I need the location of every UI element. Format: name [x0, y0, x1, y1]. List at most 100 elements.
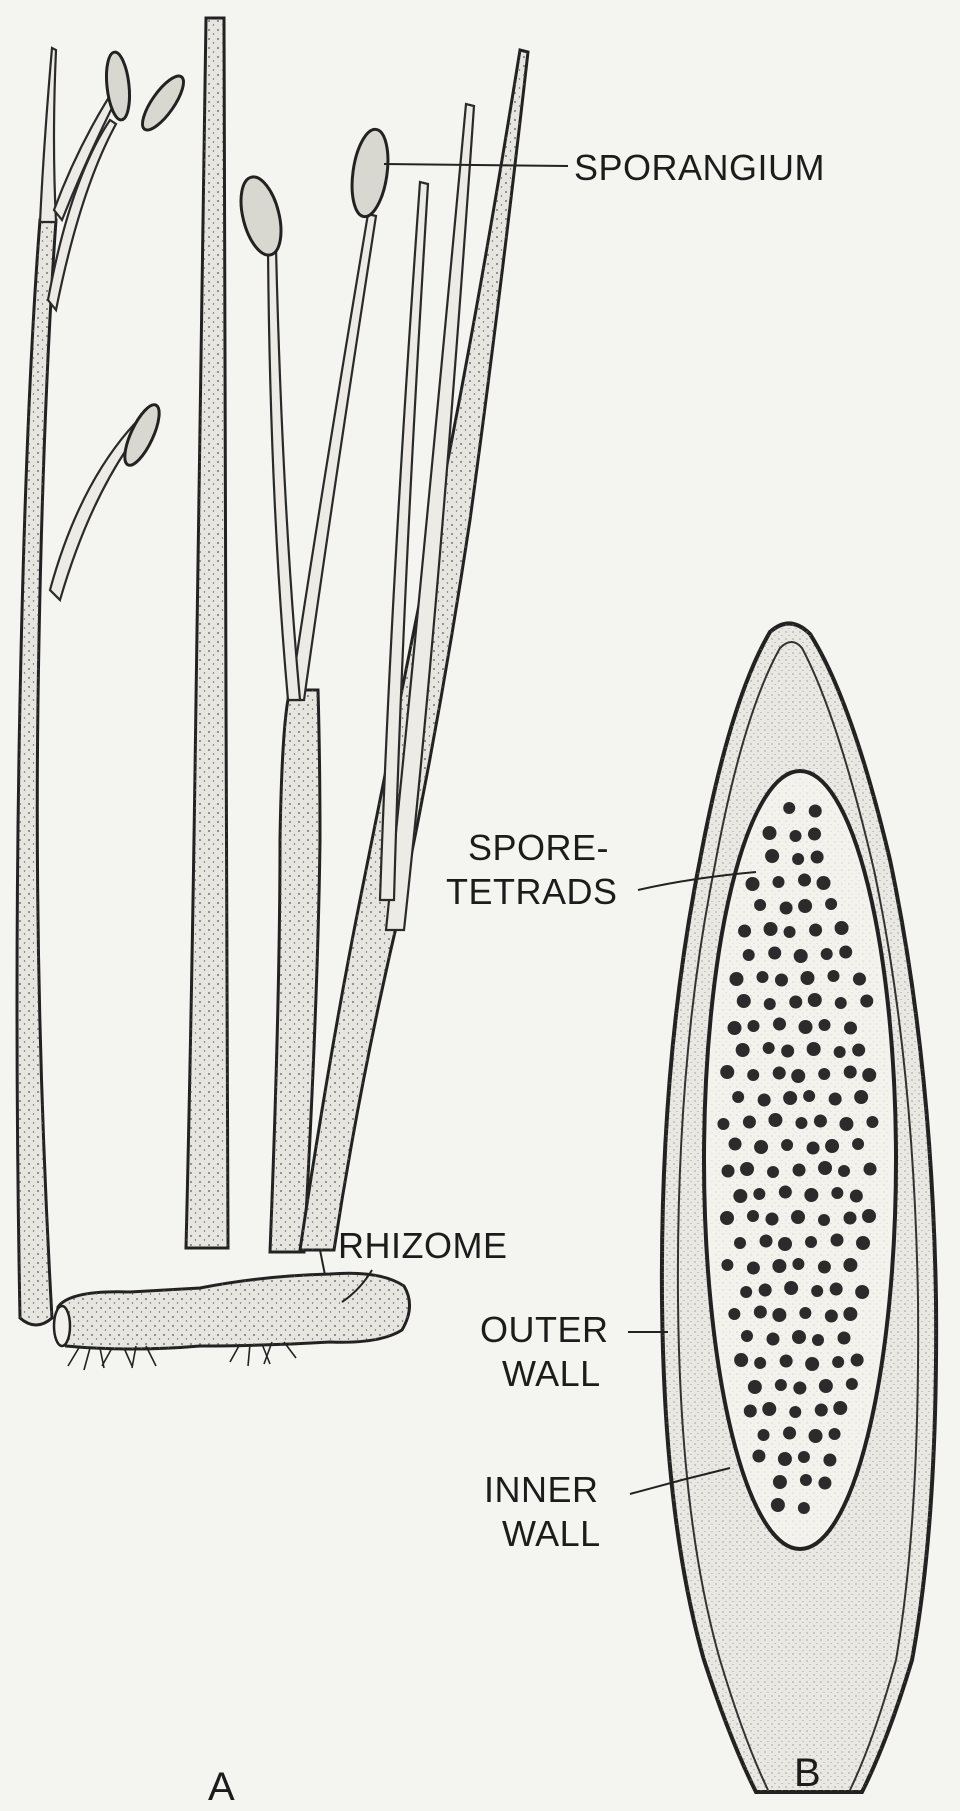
left-sporangia — [104, 51, 191, 470]
spore-tetrad — [860, 995, 873, 1008]
spore-tetrad — [799, 1307, 811, 1319]
spore-tetrad — [781, 1045, 794, 1058]
spore-tetrad — [809, 1429, 823, 1443]
spore-tetrad — [794, 949, 808, 963]
panel-label-a: A — [208, 1765, 235, 1809]
spore-tetrad — [808, 828, 821, 841]
spore-tetrad — [783, 802, 795, 814]
central-axis — [186, 18, 228, 1248]
spore-tetrad — [773, 1018, 786, 1031]
spore-tetrad — [773, 876, 785, 888]
spore-tetrad — [827, 970, 839, 982]
spore-tetrad — [763, 1042, 775, 1054]
spore-tetrad — [807, 1042, 821, 1056]
spore-tetrad — [773, 1067, 786, 1080]
spore-tetrad — [791, 1210, 805, 1224]
spore-tetrad — [866, 1116, 878, 1128]
spore-tetrad — [856, 1236, 870, 1250]
spore-tetrad — [778, 1452, 792, 1466]
spore-tetrad — [754, 899, 766, 911]
spore-tetrad — [721, 1259, 733, 1271]
spore-tetrad — [791, 1069, 805, 1083]
spore-tetrad — [837, 1332, 850, 1345]
spore-tetrad — [771, 1498, 785, 1512]
right-axes — [268, 50, 528, 1300]
spore-tetrad — [811, 851, 824, 864]
spore-tetrad — [732, 1091, 744, 1103]
spore-tetrad — [805, 1236, 817, 1248]
spore-tetrad — [855, 1285, 869, 1299]
spore-tetrad — [717, 1118, 729, 1130]
spore-tetrad — [792, 1258, 804, 1270]
label-spore-tetrads-line1: SPORE- — [468, 827, 609, 868]
spore-tetrad — [729, 972, 743, 986]
spore-tetrad — [830, 1283, 843, 1296]
spore-tetrad — [758, 1429, 770, 1441]
spore-tetrad — [765, 849, 779, 863]
spore-tetrad — [800, 1474, 812, 1486]
spore-tetrad — [792, 1330, 806, 1344]
spore-tetrad — [835, 997, 847, 1009]
spore-tetrad — [763, 826, 777, 840]
spore-tetrad — [829, 1428, 841, 1440]
spore-tetrad — [758, 1094, 771, 1107]
spore-tetrad — [809, 805, 822, 818]
spore-tetrad — [829, 1093, 842, 1106]
spore-tetrad — [799, 1020, 813, 1034]
spore-tetrad — [780, 1355, 793, 1368]
rhizome — [54, 1273, 410, 1349]
spore-tetrad — [805, 1357, 819, 1371]
spore-tetrad — [768, 947, 781, 960]
spore-tetrad — [843, 1258, 857, 1272]
spore-tetrad — [738, 925, 751, 938]
spore-tetrad — [772, 1308, 786, 1322]
spore-tetrad — [773, 1475, 787, 1489]
spore-tetrad — [819, 1379, 833, 1393]
spore-tetrad — [747, 1262, 760, 1275]
spore-tetrad — [807, 1142, 820, 1155]
spore-tetrad — [803, 1090, 815, 1102]
spore-tetrad — [783, 1091, 797, 1105]
spore-tetrad — [778, 1237, 792, 1251]
spore-tetrad — [862, 1209, 876, 1223]
spore-tetrad — [759, 1284, 772, 1297]
spore-tetrad — [734, 1237, 746, 1249]
spore-tetrad — [809, 924, 822, 937]
panel-label-b: B — [794, 1751, 821, 1795]
spore-tetrad — [843, 1307, 857, 1321]
label-inner-wall-line2: WALL — [502, 1513, 601, 1554]
spore-tetrad — [817, 876, 831, 890]
sporangium-leader — [384, 164, 568, 166]
spore-tetrad — [733, 1189, 747, 1203]
label-sporangium: SPORANGIUM — [574, 147, 825, 188]
label-spore-tetrads-line2: TETRADS — [446, 871, 618, 912]
spore-tetrad — [744, 1405, 757, 1418]
spore-tetrad — [818, 1477, 831, 1490]
spore-tetrad — [815, 1404, 828, 1417]
spore-tetrad — [784, 926, 796, 938]
left-axis — [17, 48, 145, 1325]
spore-tetrad — [833, 1401, 847, 1415]
spore-tetrad — [764, 922, 778, 936]
spore-tetrad — [743, 949, 755, 961]
spore-tetrad — [775, 974, 788, 987]
spore-tetrad — [793, 1164, 806, 1177]
spore-tetrad — [764, 998, 776, 1010]
spore-tetrad — [831, 1234, 844, 1247]
spore-tetrad — [754, 1140, 768, 1154]
spore-tetrad — [756, 971, 768, 983]
spore-tetrad — [754, 1306, 767, 1319]
label-inner-wall-line1: INNER — [484, 1469, 599, 1510]
spore-tetrad — [818, 1261, 831, 1274]
spore-tetrad — [812, 1334, 824, 1346]
spore-tetrad — [792, 853, 804, 865]
label-outer-wall-line2: WALL — [502, 1353, 601, 1394]
spore-tetrad — [779, 1186, 792, 1199]
spore-tetrad — [864, 1163, 877, 1176]
spore-tetrad — [852, 1044, 865, 1057]
spore-tetrad — [746, 877, 760, 891]
spore-tetrad — [798, 1502, 810, 1514]
spore-tetrad — [852, 1138, 864, 1150]
spore-tetrad — [798, 899, 812, 913]
spore-tetrad — [844, 1022, 857, 1035]
